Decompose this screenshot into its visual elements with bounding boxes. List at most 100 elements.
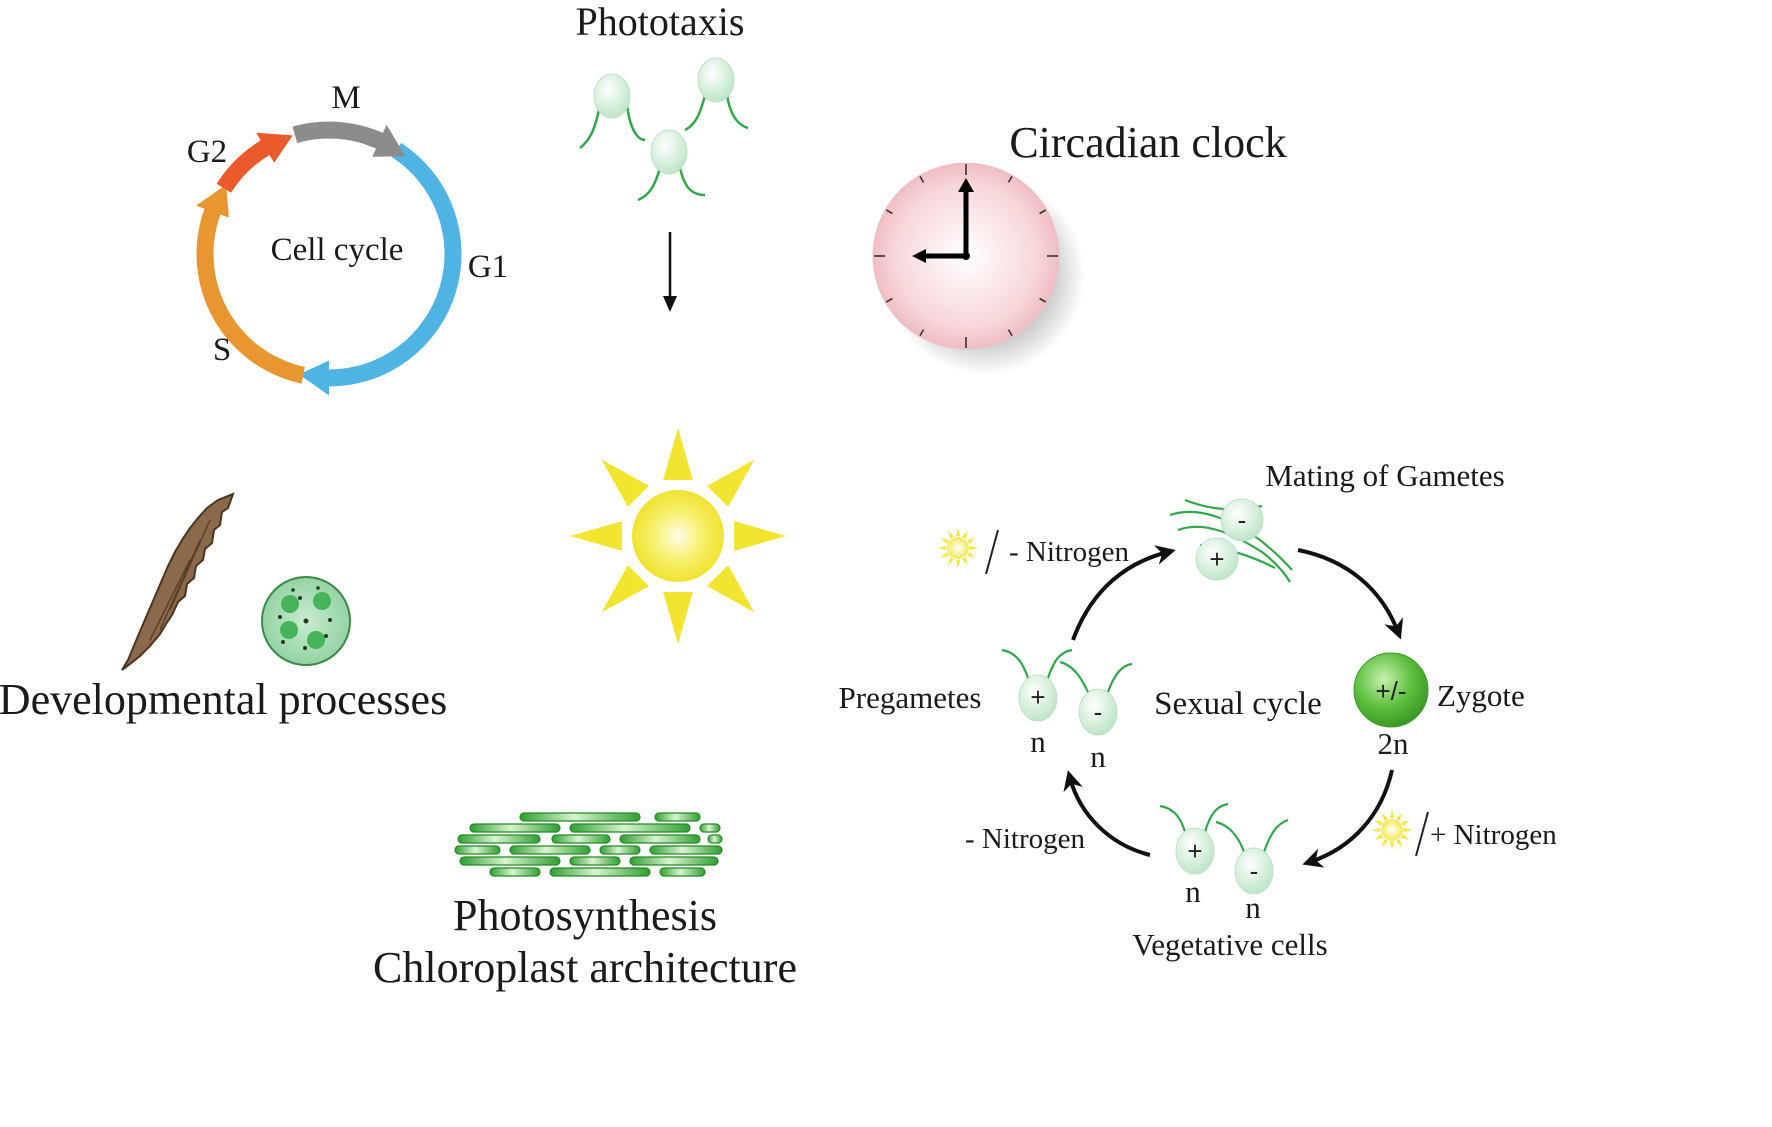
phase-label-g1: G1: [468, 249, 508, 285]
biofilm-icon: [121, 492, 235, 671]
sun-group: [570, 428, 786, 644]
small-sun-ray: [1382, 839, 1388, 848]
mating-label: Mating of Gametes: [1265, 458, 1504, 493]
vegetative-cells: + n - n Vegetative cells: [1132, 802, 1328, 962]
small-sun-ray: [1401, 820, 1410, 826]
vegetative-label: Vegetative cells: [1132, 927, 1327, 962]
zygote-label: Zygote: [1437, 678, 1525, 713]
phase-arc-g2: [216, 132, 293, 193]
clock-center: [962, 252, 970, 260]
slash-top: [985, 529, 999, 575]
cell-cycle-title: Cell cycle: [271, 232, 404, 268]
photosynthesis-title: Photosynthesis: [453, 891, 717, 940]
mating-gametes: - +: [1169, 498, 1293, 583]
thylakoid: [649, 845, 723, 855]
small-sun-ray: [948, 557, 954, 566]
vegetative-plus-ploidy: n: [1185, 874, 1201, 909]
sun-rays: [570, 428, 786, 644]
clock-tick: [885, 209, 893, 215]
sun-ray: [734, 521, 786, 551]
sun-ray: [570, 521, 622, 551]
thylakoid: [599, 845, 641, 855]
small-sun-ray: [1396, 839, 1402, 848]
clock-tick: [1039, 297, 1047, 303]
small-sun-ray: [1374, 820, 1383, 826]
thylakoid: [629, 856, 719, 866]
small-sun-ray: [948, 530, 954, 539]
small-sun-ray: [967, 538, 976, 544]
zygote: +/- Zygote 2n: [1353, 652, 1525, 761]
clock-tick: [1039, 209, 1047, 215]
nitrogen-top-label: - Nitrogen: [1009, 536, 1129, 568]
pregamete-plus-ploidy: n: [1030, 724, 1046, 759]
vegetative-plus-sign: +: [1187, 836, 1202, 866]
small-sun-ray: [1382, 812, 1388, 821]
clock-ticks: [874, 164, 1058, 348]
pregamete-minus-ploidy: n: [1090, 739, 1106, 774]
thylakoid: [569, 823, 691, 833]
thylakoid: [469, 823, 561, 833]
sexual-cycle-group: Mating of Gametes - + - Nitrogen: [839, 458, 1558, 962]
condition-light-minus-nitrogen: - Nitrogen: [938, 528, 1129, 575]
pregametes-label: Pregametes: [839, 680, 982, 715]
thylakoid: [707, 834, 723, 844]
small-sun-icon-right: [1372, 810, 1412, 850]
small-sun-ray: [1401, 834, 1410, 840]
sun-disc: [632, 490, 724, 582]
clock-tick: [1007, 329, 1013, 337]
zygote-ploidy: 2n: [1378, 726, 1410, 761]
nitrogen-right-label: + Nitrogen: [1430, 819, 1557, 851]
small-sun-ray: [1372, 827, 1381, 833]
vegetative-minus-sign: -: [1250, 856, 1259, 886]
phase-label-g2: G2: [187, 134, 227, 170]
chloroplast-title: Chloroplast architecture: [373, 943, 797, 992]
thylakoid: [619, 834, 701, 844]
developmental-group: Developmental processes: [0, 492, 447, 724]
vegetative-minus-ploidy: n: [1245, 890, 1261, 925]
circadian-clock-title: Circadian clock: [1009, 118, 1286, 167]
mating-minus-sign: -: [1238, 505, 1247, 535]
thylakoid: [654, 812, 701, 822]
pregametes: Pregametes + n - n: [839, 648, 1133, 774]
clock-tick: [919, 175, 925, 183]
thylakoid: [457, 834, 541, 844]
thylakoid: [454, 845, 501, 855]
small-sun-ray: [1389, 841, 1395, 850]
thylakoid: [551, 834, 611, 844]
arrow-zygote-to-vegetative: [1302, 769, 1394, 868]
mating-plus-sign: +: [1209, 544, 1224, 574]
small-sun-ray: [938, 545, 947, 551]
thylakoid: [549, 867, 651, 877]
zygote-sign: +/-: [1375, 676, 1406, 706]
phase-arc-m: [292, 121, 406, 157]
phase-arc-g1: [299, 142, 462, 396]
small-sun-ray: [1374, 834, 1383, 840]
slash-right: [1415, 811, 1429, 857]
small-sun-ray: [969, 545, 978, 551]
arrow-pregametes-to-mating: [1071, 545, 1176, 641]
clock-tick: [1007, 175, 1013, 183]
sun-ray: [707, 459, 755, 507]
cell-cycle-ring: [196, 121, 462, 396]
arrow-vegetative-to-pregametes: [1063, 770, 1151, 857]
clock-tick: [919, 329, 925, 337]
small-sun-ray: [955, 559, 961, 568]
thylakoid: [699, 823, 721, 833]
biofilm-texture: [149, 519, 211, 641]
thylakoid: [659, 867, 706, 877]
condition-light-plus-nitrogen: + Nitrogen: [1372, 810, 1557, 857]
small-sun-ray: [962, 557, 968, 566]
clock-minute-tip: [958, 178, 974, 192]
small-sun-ray: [962, 530, 968, 539]
cell-cycle-group: Cell cycle M G1 S G2: [187, 80, 508, 396]
small-sun-ray: [940, 538, 949, 544]
sun-ray: [601, 459, 649, 507]
swimming-cell-1: [579, 73, 646, 149]
sun-ray: [663, 592, 693, 644]
thylakoid: [459, 856, 561, 866]
small-sun-ray: [1396, 812, 1402, 821]
clock-hour-tip: [912, 249, 926, 263]
circadian-clock-group: Circadian clock: [872, 118, 1287, 375]
sun-ray: [663, 428, 693, 480]
